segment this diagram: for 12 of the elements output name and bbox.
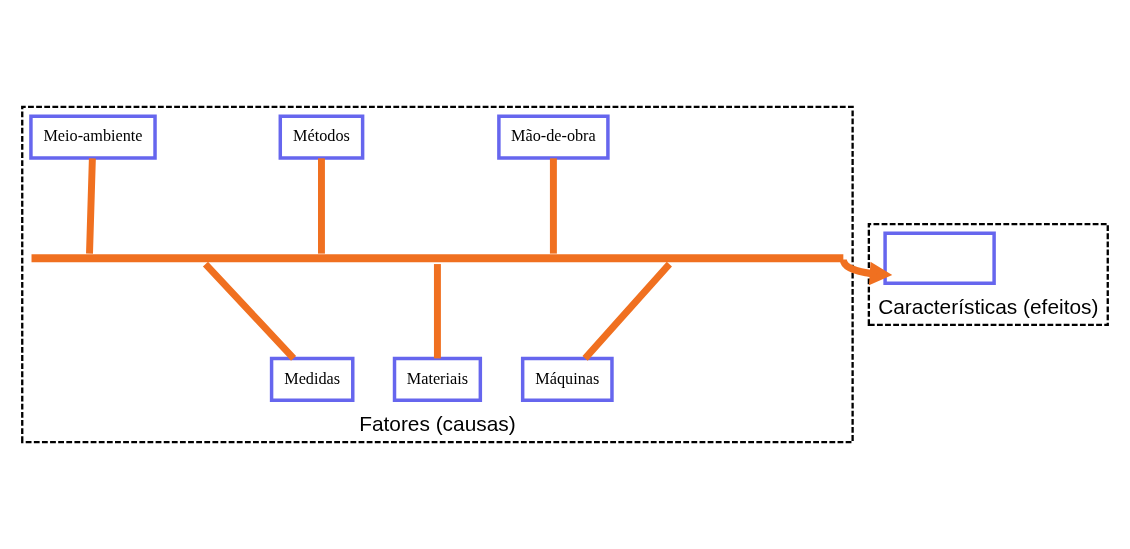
node-box: Máquinas xyxy=(520,356,614,403)
node-box: Materiais xyxy=(392,356,483,403)
node-box: Mão-de-obra xyxy=(497,114,610,160)
node-bar xyxy=(31,254,844,263)
node-box: Métodos xyxy=(278,114,365,160)
connector xyxy=(433,264,441,359)
node-box: Medidas xyxy=(269,356,355,403)
connector xyxy=(202,261,297,361)
connector xyxy=(582,261,672,361)
node-box xyxy=(883,231,996,285)
node-box: Meio-ambiente xyxy=(29,114,157,160)
arrow xyxy=(839,258,893,286)
